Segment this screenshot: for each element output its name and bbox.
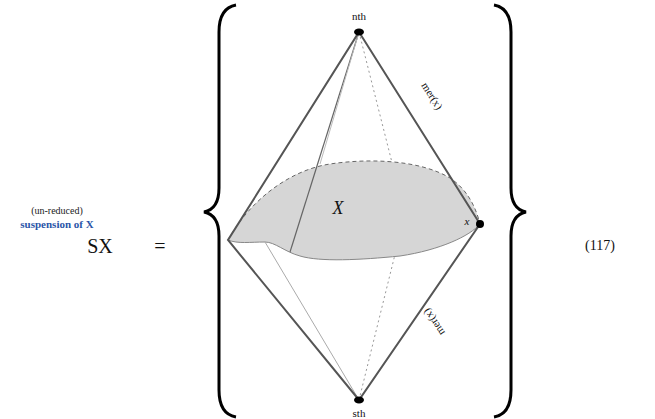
south-pole-dot xyxy=(354,397,364,404)
vertex-label: nth xyxy=(352,11,366,22)
formula-symbol: SX xyxy=(87,236,113,256)
cone-line xyxy=(320,32,359,164)
point-label: x xyxy=(465,216,470,227)
annotation-title: suspension of X xyxy=(20,219,93,230)
space-label: X xyxy=(333,199,344,217)
meridian-label: mer(x) xyxy=(419,80,444,111)
equation-number: (117) xyxy=(585,239,615,253)
meridian-label: mer(x) xyxy=(421,307,447,338)
left-brace xyxy=(204,5,236,417)
right-brace xyxy=(494,5,526,417)
cone-line xyxy=(290,32,359,252)
cone-line xyxy=(265,242,359,400)
annotation-note: (un-reduced) xyxy=(31,206,83,216)
equals-sign: = xyxy=(154,236,165,256)
blob-front-edge xyxy=(228,224,480,260)
north-pole-dot xyxy=(354,29,364,36)
point-dot xyxy=(476,220,484,228)
blob-back-edge xyxy=(228,161,480,240)
space-blob xyxy=(228,161,480,260)
vertex-label: sth xyxy=(353,408,366,419)
suspension-outline xyxy=(228,32,480,400)
